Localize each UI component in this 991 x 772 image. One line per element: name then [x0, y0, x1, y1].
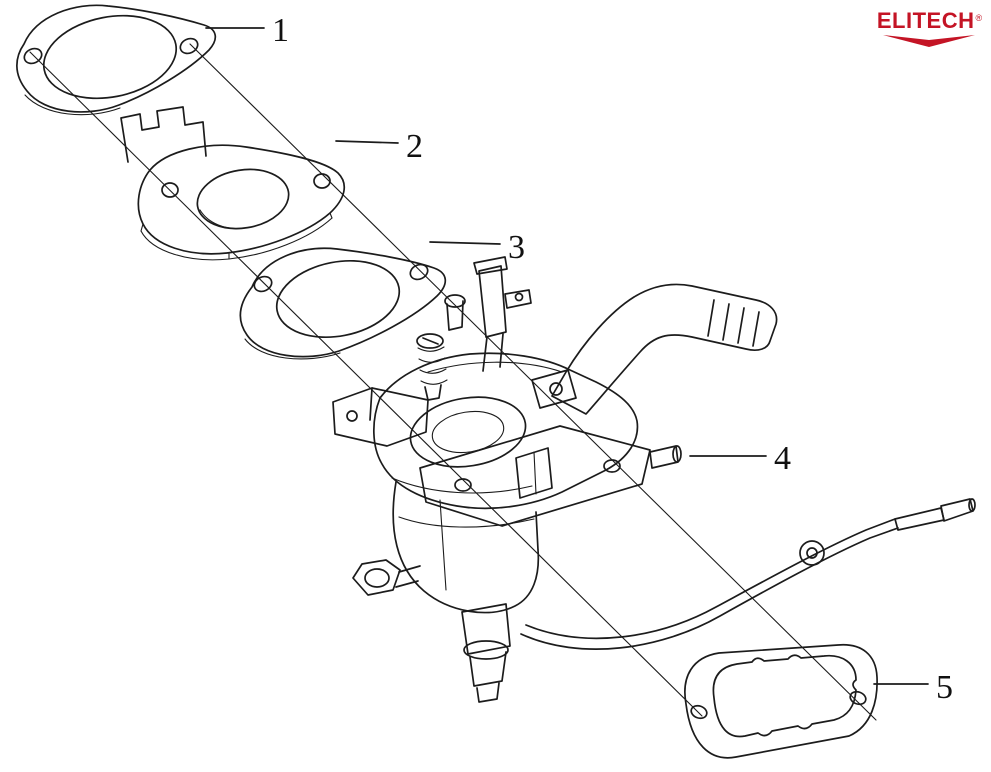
part-5-gasket-bottom — [684, 643, 878, 759]
part-number-5: 5 — [936, 669, 953, 706]
callout-numbers: 1 2 3 4 5 — [272, 12, 953, 706]
registered-trademark-icon: ® — [975, 13, 983, 23]
logo-swoosh-icon — [883, 35, 975, 47]
part-3-gasket-middle — [239, 247, 447, 360]
part-number-4: 4 — [774, 440, 791, 477]
part-1-gasket-top — [16, 4, 217, 116]
part-number-3: 3 — [508, 229, 525, 266]
assembly-axis-lines — [29, 43, 877, 721]
part-number-1: 1 — [272, 12, 289, 49]
part-4-carburetor — [332, 256, 976, 703]
brand-logo: ELITECH® — [875, 10, 983, 48]
part-2-insulator — [120, 106, 346, 261]
part-number-2: 2 — [406, 128, 423, 165]
brand-logo-text: ELITECH — [876, 8, 975, 33]
callout-leader-lines — [205, 27, 929, 685]
